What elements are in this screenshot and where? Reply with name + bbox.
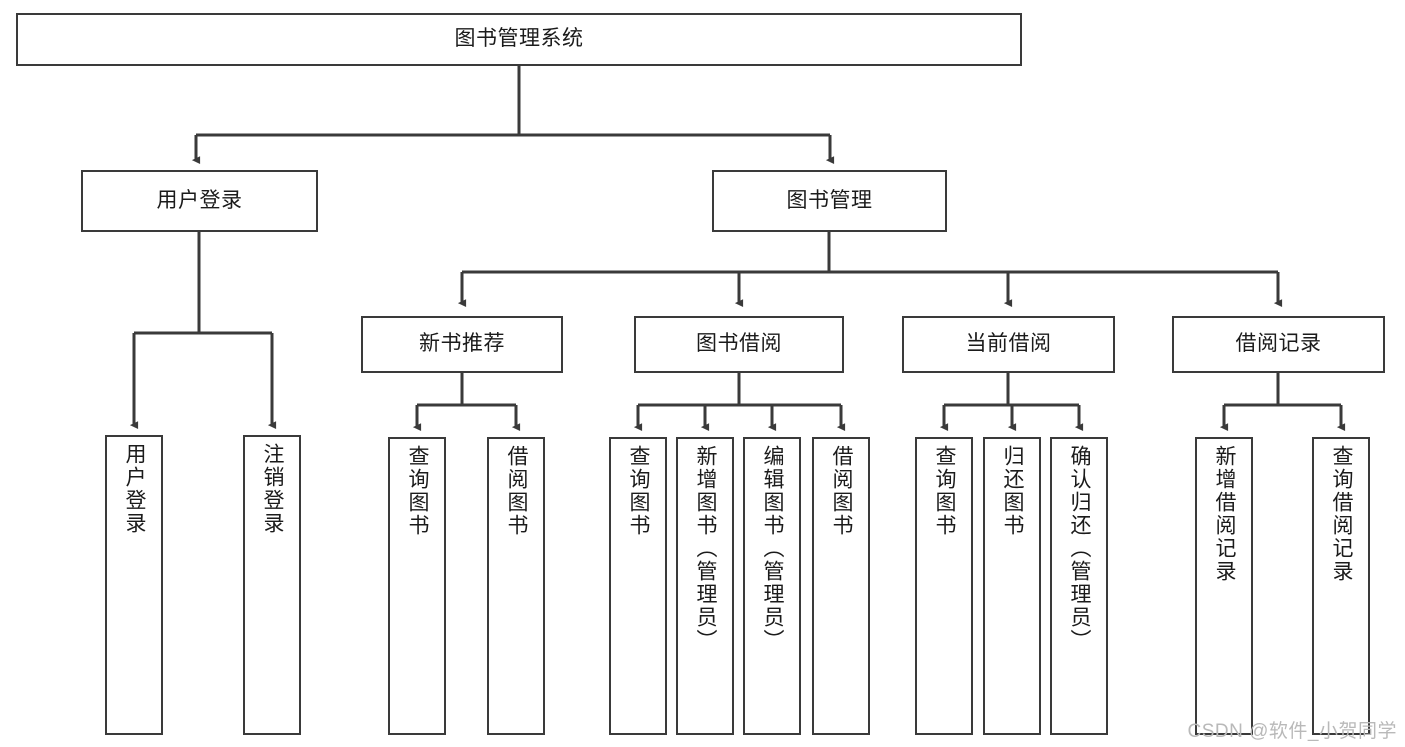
node-label: 查询图书: [406, 445, 430, 537]
node-label: 编辑图书（管理员）: [761, 445, 785, 652]
node-root-book-management-system[interactable]: 图书管理系统: [16, 13, 1022, 66]
node-label: 用户登录: [123, 443, 147, 535]
node-label: 图书借阅: [696, 332, 782, 356]
leaf-current-1[interactable]: 归还图书: [983, 437, 1041, 735]
node-label: 查询图书: [933, 445, 957, 537]
csdn-watermark: CSDN @软件_小贺同学: [1187, 721, 1397, 742]
node-label: 借阅图书: [830, 445, 854, 537]
leaf-current-0[interactable]: 查询图书: [915, 437, 973, 735]
node-label: 查询借阅记录: [1330, 445, 1354, 583]
leaf-user-login-1[interactable]: 注销登录: [243, 435, 301, 735]
leaf-new-book-0[interactable]: 查询图书: [388, 437, 446, 735]
leaf-current-2[interactable]: 确认归还（管理员）: [1050, 437, 1108, 735]
node-label: 确认归还（管理员）: [1068, 445, 1092, 652]
node-current-borrowing[interactable]: 当前借阅: [902, 316, 1115, 373]
leaf-borrow-2[interactable]: 编辑图书（管理员）: [743, 437, 801, 735]
leaf-records-1[interactable]: 查询借阅记录: [1312, 437, 1370, 735]
node-new-book-recommendation[interactable]: 新书推荐: [361, 316, 563, 373]
node-label: 图书管理系统: [454, 27, 584, 51]
leaf-borrow-3[interactable]: 借阅图书: [812, 437, 870, 735]
node-label: 新增图书（管理员）: [694, 445, 718, 652]
node-label: 新书推荐: [419, 332, 505, 356]
node-user-login[interactable]: 用户登录: [81, 170, 318, 232]
leaf-borrow-1[interactable]: 新增图书（管理员）: [676, 437, 734, 735]
node-label: 查询图书: [627, 445, 651, 537]
node-label: 借阅记录: [1235, 332, 1322, 356]
node-label: 图书管理: [786, 188, 873, 212]
leaf-borrow-0[interactable]: 查询图书: [609, 437, 667, 735]
node-label: 新增借阅记录: [1213, 445, 1237, 583]
node-label: 注销登录: [261, 443, 285, 535]
leaf-user-login-0[interactable]: 用户登录: [105, 435, 163, 735]
node-label: 当前借阅: [965, 332, 1052, 356]
leaf-new-book-1[interactable]: 借阅图书: [487, 437, 545, 735]
node-label: 归还图书: [1001, 445, 1025, 537]
node-borrowing-records[interactable]: 借阅记录: [1172, 316, 1385, 373]
node-book-borrowing[interactable]: 图书借阅: [634, 316, 844, 373]
node-label: 用户登录: [156, 188, 243, 212]
node-book-management[interactable]: 图书管理: [712, 170, 947, 232]
leaf-records-0[interactable]: 新增借阅记录: [1195, 437, 1253, 735]
node-label: 借阅图书: [505, 445, 529, 537]
